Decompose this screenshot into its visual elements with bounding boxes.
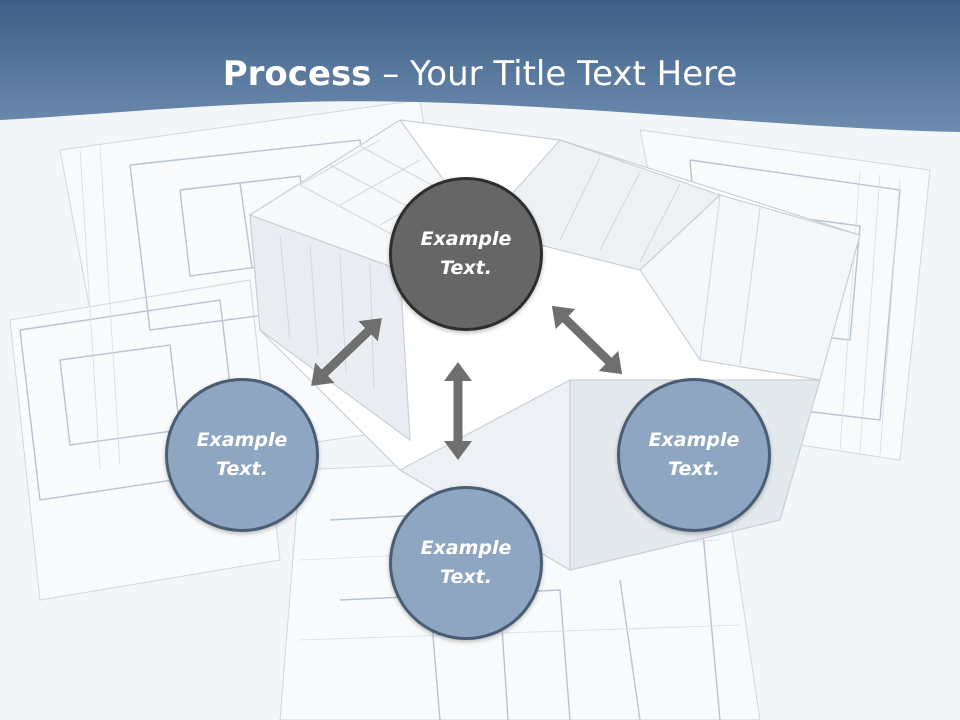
title-rest: – Your Title Text Here [371, 54, 738, 94]
process-circle-right-text: Example Text. [648, 429, 740, 480]
slide-title: Process – Your Title Text Here [0, 50, 960, 98]
process-circle-right[interactable]: Example Text. [617, 378, 771, 532]
process-circle-top[interactable]: Example Text. [389, 177, 543, 331]
process-circle-left[interactable]: Example Text. [165, 378, 319, 532]
title-bold: Process [222, 54, 372, 94]
process-circle-bottom-text: Example Text. [420, 537, 512, 588]
process-circle-top-text: Example Text. [420, 228, 512, 279]
process-circle-left-text: Example Text. [196, 429, 288, 480]
header-band [0, 0, 960, 132]
process-circle-bottom[interactable]: Example Text. [389, 486, 543, 640]
